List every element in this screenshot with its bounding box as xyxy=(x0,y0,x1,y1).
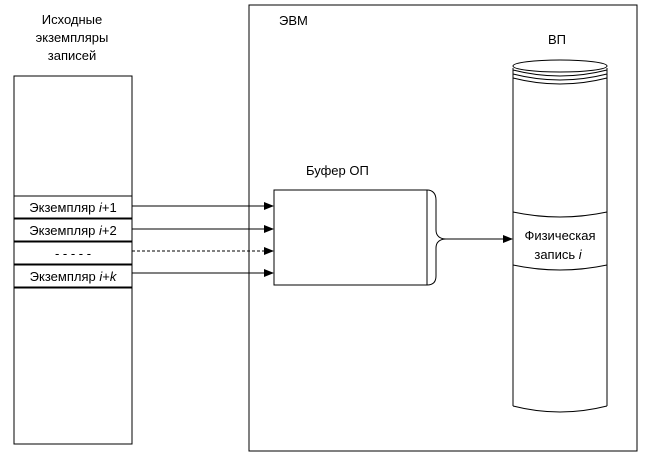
record-row-2: Экземпляр i+2 xyxy=(29,223,116,238)
source-records-title-line-1: Исходные xyxy=(42,12,102,27)
record-arrows xyxy=(132,202,274,277)
record-row-ellipsis: - - - - - xyxy=(55,246,91,261)
source-records-group: Исходные экземпляры записей Экземпляр i+… xyxy=(13,12,133,445)
physical-record-top xyxy=(512,211,608,218)
storage-ring xyxy=(512,69,608,77)
source-records-title-line-2: экземпляры xyxy=(36,30,109,45)
buffer-group: Буфер ОП xyxy=(273,163,513,286)
buffer-box xyxy=(273,189,428,286)
record-row-1: Экземпляр i+1 xyxy=(29,200,116,215)
computer-group: ЭВМ xyxy=(248,4,638,452)
physical-record-line-2: запись i xyxy=(534,247,582,262)
buffer-label: Буфер ОП xyxy=(306,163,369,178)
storage-label: ВП xyxy=(548,32,566,47)
storage-group: ВП Физическая запись i xyxy=(512,32,608,413)
computer-label: ЭВМ xyxy=(279,13,308,28)
storage-ring xyxy=(512,77,608,85)
source-records-box xyxy=(13,75,133,445)
storage-ring xyxy=(512,73,608,81)
storage-top xyxy=(512,59,608,73)
storage-bottom xyxy=(512,405,608,413)
physical-record-bottom xyxy=(512,264,608,271)
physical-record-line-1: Физическая xyxy=(524,228,595,243)
record-row-k: Экземпляр i+k xyxy=(30,269,118,284)
source-records-title-line-3: записей xyxy=(48,48,96,63)
computer-frame xyxy=(248,4,638,452)
buffer-brace xyxy=(426,189,447,286)
